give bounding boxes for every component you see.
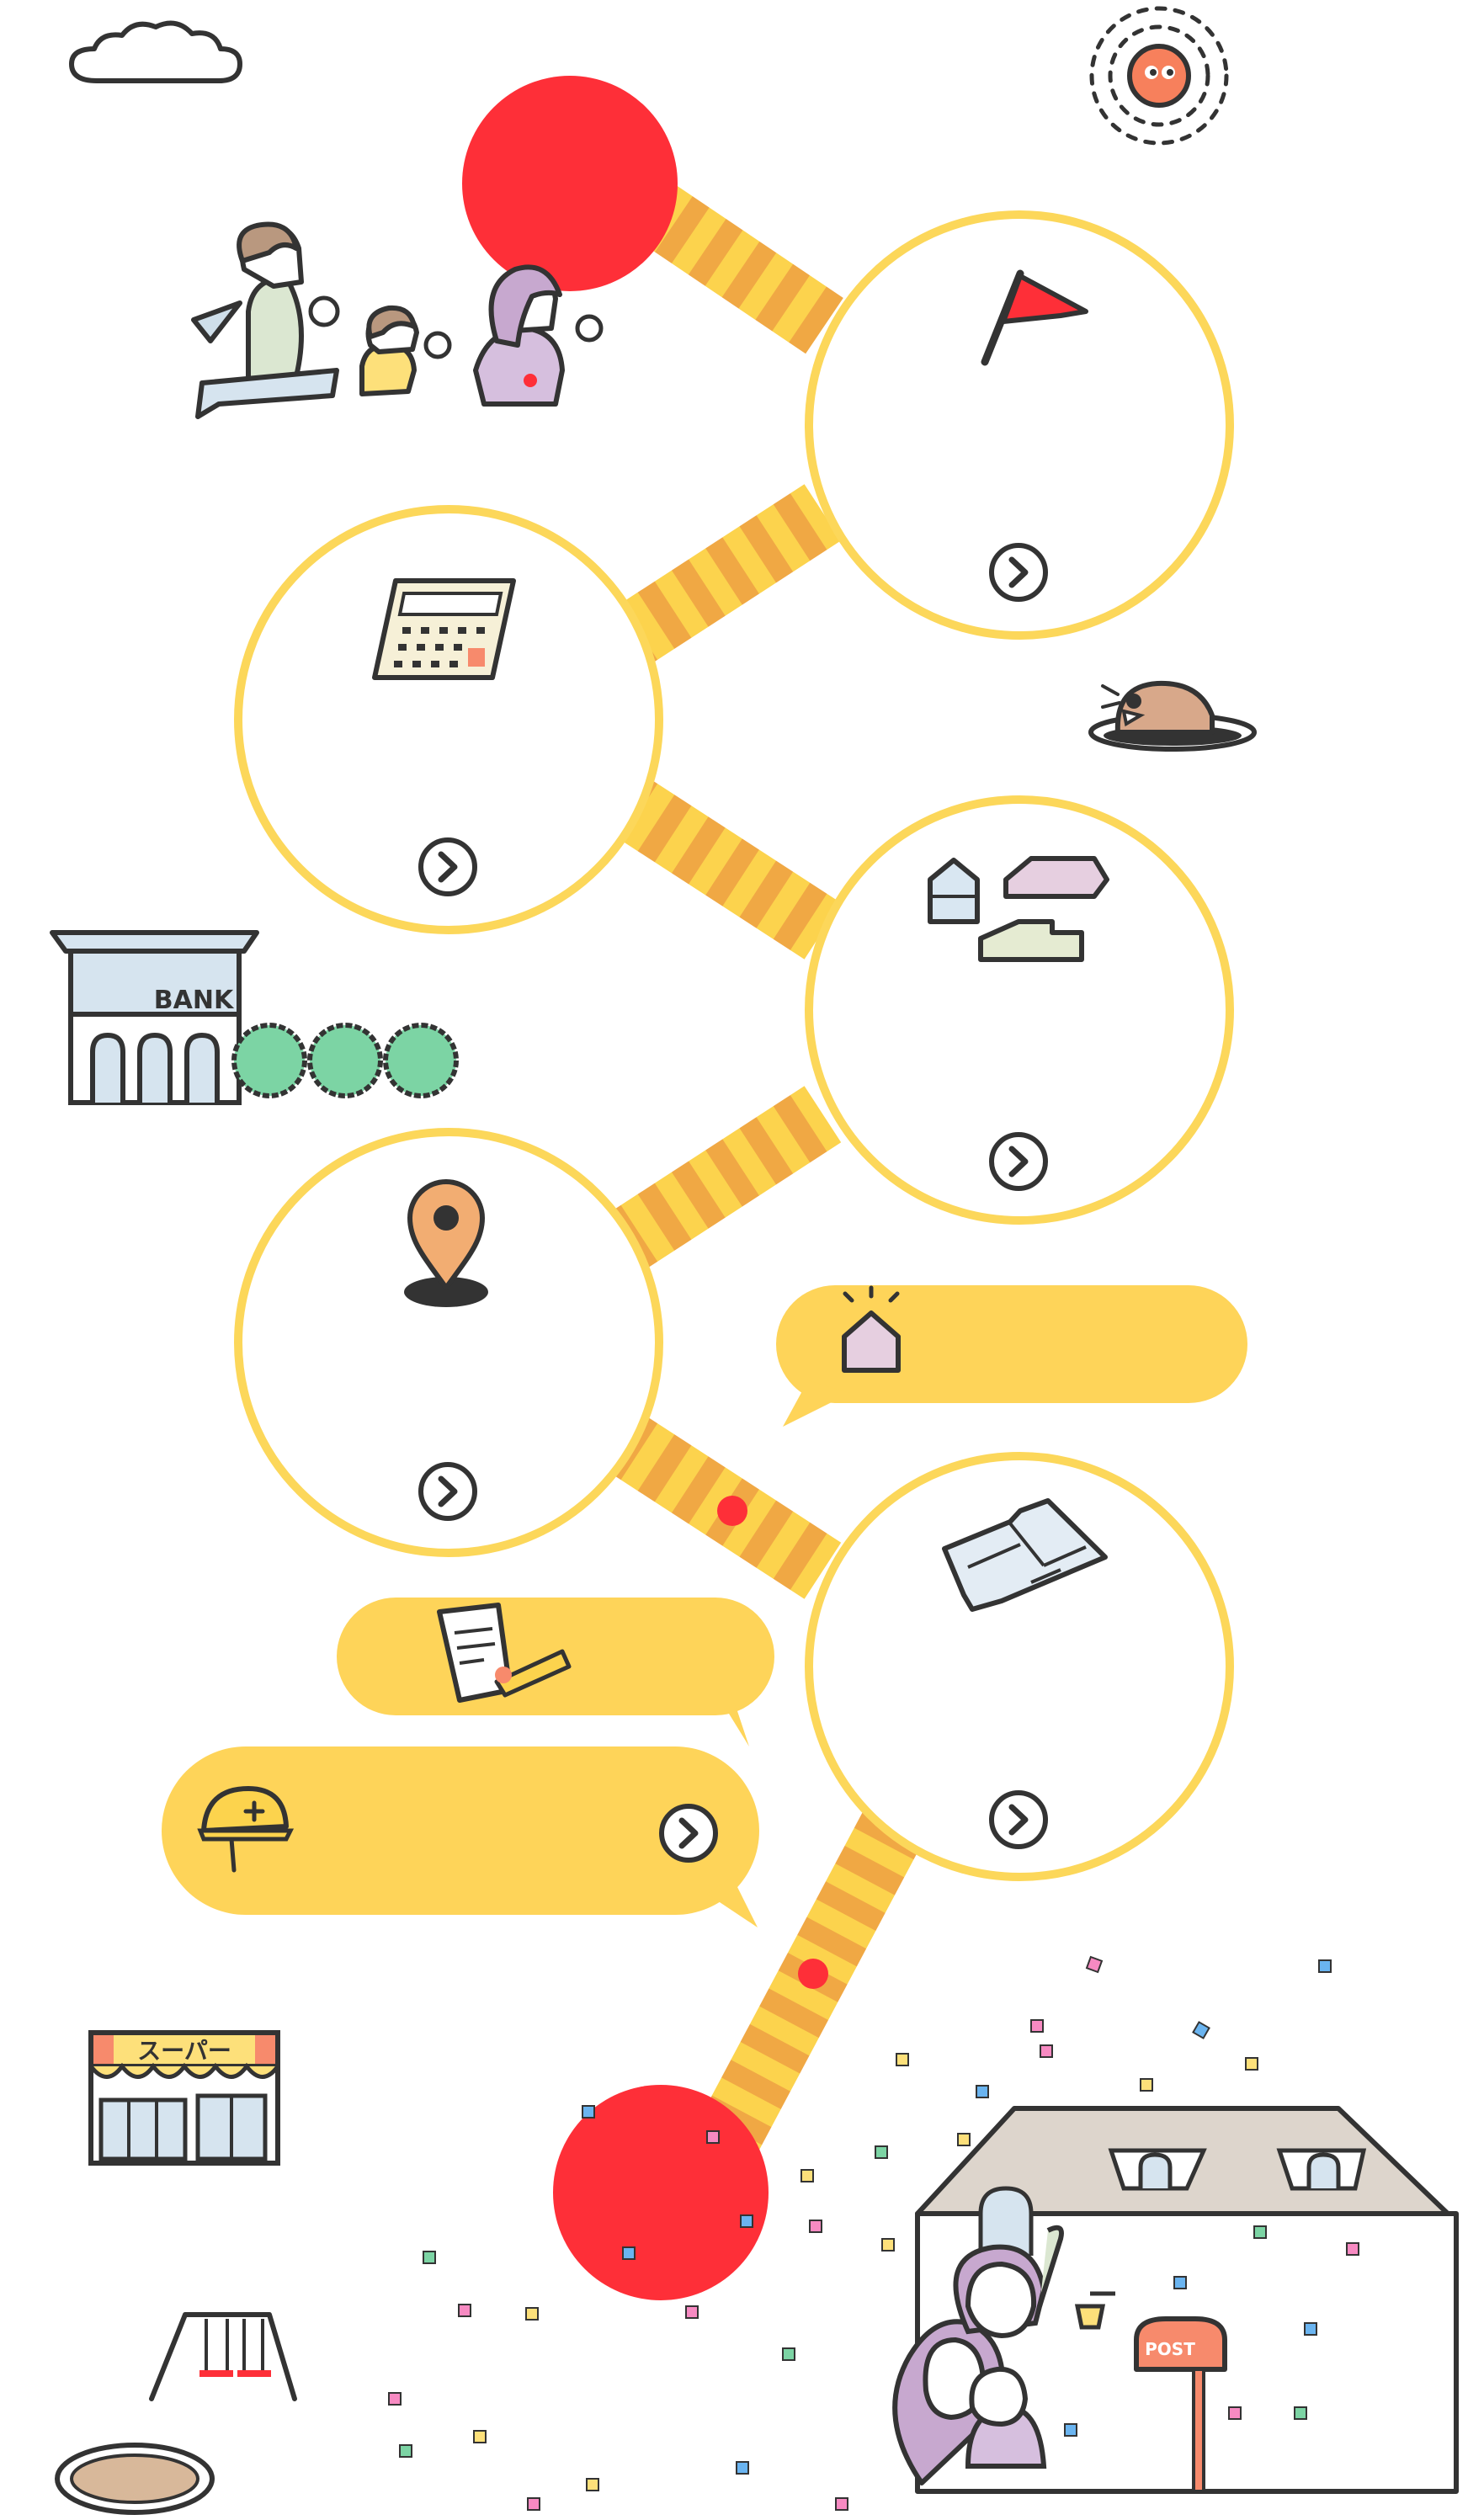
step-circle-3[interactable] <box>805 795 1234 1225</box>
floor-plan-icon <box>942 1498 1108 1612</box>
step-3-detail-button[interactable] <box>989 1132 1048 1191</box>
step-circle-ring <box>234 505 663 934</box>
step-circle-4[interactable] <box>234 1128 663 1557</box>
bubble-contract[interactable] <box>337 1598 774 1746</box>
child-figure <box>359 305 452 396</box>
hard-hat-icon <box>197 1786 295 1873</box>
road-step2-to-step3 <box>606 774 842 960</box>
calculator-icon <box>372 578 516 680</box>
road-step3-to-step4 <box>606 1086 842 1271</box>
step-1-detail-button[interactable] <box>989 543 1048 602</box>
new-home-illustration: POST <box>892 2106 1459 2494</box>
step-5-detail-button[interactable] <box>989 1790 1048 1849</box>
red-flag-icon <box>981 269 1088 366</box>
step-circle-ring <box>805 1452 1234 1881</box>
bubble-house[interactable] <box>776 1285 1247 1427</box>
start-marker <box>462 76 678 291</box>
supermarket-sign-text: スーパー <box>137 2037 231 2065</box>
road-connectors <box>606 184 929 2173</box>
sun-illustration <box>1089 6 1229 146</box>
step-circle-ring <box>234 1128 663 1557</box>
father-figure <box>191 221 340 419</box>
sandbox-illustration <box>55 2443 215 2515</box>
step-4-detail-button[interactable] <box>418 1462 477 1521</box>
bubble-construction[interactable] <box>162 1746 759 1927</box>
wall-lamp-illustration <box>1074 2291 1115 2330</box>
step-circle-ring <box>805 210 1234 640</box>
house-sparkle-icon <box>842 1285 901 1373</box>
progress-dot <box>717 1496 747 1526</box>
step-2-detail-button[interactable] <box>418 837 477 896</box>
family-running-illustration <box>191 221 604 419</box>
contract-pen-icon <box>437 1603 572 1703</box>
location-pin-icon <box>404 1179 488 1307</box>
step-circle-2[interactable] <box>234 505 663 934</box>
bank-sign-text: BANK <box>154 986 235 1015</box>
step-circle-1[interactable] <box>805 210 1234 640</box>
mother-figure <box>473 264 604 407</box>
swing-illustration <box>149 2312 297 2401</box>
confetti <box>388 1955 1359 2511</box>
bank-building-illustration: BANK <box>50 930 259 1105</box>
step-circle-ring <box>805 795 1234 1225</box>
family-at-home-figures <box>892 2225 1064 2485</box>
bubble-construction-detail-button[interactable] <box>659 1804 718 1863</box>
bushes-illustration <box>231 1023 459 1098</box>
supermarket-illustration: スーパー <box>88 2030 280 2166</box>
step-circle-5[interactable] <box>805 1452 1234 1881</box>
mole-illustration <box>1088 680 1257 752</box>
road-step1-to-step2 <box>606 484 842 669</box>
houses-lots-icon <box>928 856 1109 962</box>
mailbox-illustration: POST <box>1134 2316 1227 2493</box>
progress-dot <box>798 1959 828 1989</box>
cloud-illustration <box>69 20 242 83</box>
post-sign-text: POST <box>1145 2339 1195 2359</box>
road-start-to-step1 <box>638 184 843 354</box>
